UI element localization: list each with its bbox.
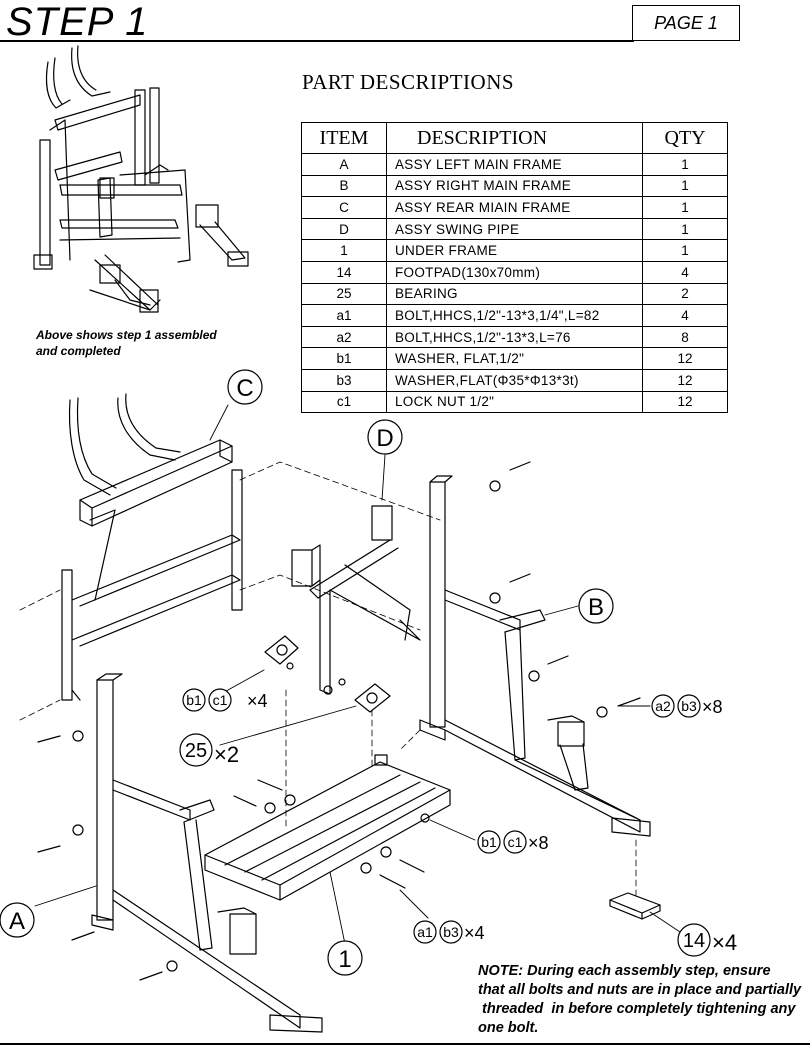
callout-label: b3 xyxy=(443,924,459,940)
callout-d xyxy=(367,419,403,455)
callout-a1 xyxy=(413,920,437,944)
footpad xyxy=(609,892,661,920)
callout-label: b1 xyxy=(481,834,497,850)
callout-b xyxy=(578,588,614,624)
note-line: that all bolts and nuts are in place and… xyxy=(478,982,802,998)
assembled-thumbnail xyxy=(33,45,249,313)
alignment-lines xyxy=(19,461,637,896)
callout-label: b3 xyxy=(681,698,697,714)
parts-title: PART DESCRIPTIONS xyxy=(302,70,515,94)
qty-cell: 1 xyxy=(642,196,728,219)
callout-b3-right xyxy=(677,694,701,718)
callout-label: 1 xyxy=(338,946,351,973)
caption-line: Above shows step 1 assembled xyxy=(36,328,217,342)
callout-label: c1 xyxy=(213,692,228,708)
caption-line: and completed xyxy=(36,344,121,358)
page-number: PAGE 1 xyxy=(632,5,740,41)
assembled-caption: Above shows step 1 assembled and complet… xyxy=(36,327,276,359)
under-frame xyxy=(204,754,451,901)
callout-1 xyxy=(327,940,363,976)
description-cell: LOCK NUT 1/2" xyxy=(386,390,643,414)
header-qty: QTY xyxy=(642,122,728,154)
note-line: one bolt. xyxy=(478,1020,539,1036)
description-cell: ASSY SWING PIPE xyxy=(386,217,643,241)
callout-a xyxy=(0,902,35,938)
qty-cell: 1 xyxy=(642,217,728,241)
description-cell: FOOTPAD(130x70mm) xyxy=(386,260,643,284)
multiplier: ×4 xyxy=(464,923,485,943)
callout-label: A xyxy=(9,908,25,935)
leader-lines xyxy=(34,404,681,945)
qty-cell: 1 xyxy=(642,153,728,176)
callout-c1-mid xyxy=(503,830,527,854)
callout-c xyxy=(227,369,263,405)
header-rule xyxy=(0,40,634,42)
callout-label: a2 xyxy=(655,698,671,714)
assembly-note: NOTE: During each assembly step, ensure … xyxy=(478,962,808,1038)
header-description: DESCRIPTION xyxy=(386,122,643,154)
callout-b3-bottom xyxy=(439,920,463,944)
description-cell: ASSY RIGHT MAIN FRAME xyxy=(386,174,643,198)
callout-25 xyxy=(179,733,213,767)
callout-c1-top xyxy=(208,688,232,712)
multiplier: ×4 xyxy=(247,691,268,711)
step-title: STEP 1 xyxy=(6,0,149,44)
description-cell: ASSY REAR MIAIN FRAME xyxy=(386,196,643,219)
qty-cell: 1 xyxy=(642,174,728,198)
swing-pipe-d xyxy=(291,505,421,695)
description-cell: BOLT,HHCS,1/2"-13*3,L=76 xyxy=(386,325,643,349)
callout-14 xyxy=(677,923,711,957)
multiplier: ×8 xyxy=(528,833,549,853)
callout-label: a1 xyxy=(417,924,433,940)
multiplier: ×4 xyxy=(712,930,737,955)
footer-rule xyxy=(0,1043,810,1045)
multiplier: ×2 xyxy=(214,742,239,767)
callout-label: 14 xyxy=(683,930,705,952)
callout-label: C xyxy=(236,375,253,402)
callout-label: 25 xyxy=(185,740,207,762)
multiplier: ×8 xyxy=(702,697,723,717)
qty-cell: 12 xyxy=(642,368,728,392)
item-cell: a1 xyxy=(301,304,387,327)
note-line: threaded in before completely tightening… xyxy=(478,1001,796,1017)
note-line: NOTE: During each assembly step, ensure xyxy=(478,963,771,979)
callout-b1-mid xyxy=(477,830,501,854)
callout-label: c1 xyxy=(508,834,523,850)
bearings xyxy=(264,635,391,713)
description-cell: WASHER, FLAT,1/2" xyxy=(386,347,643,370)
description-cell: BOLT,HHCS,1/2"-13*3,1/4",L=82 xyxy=(386,304,643,327)
fasteners xyxy=(37,461,641,981)
rear-frame-c xyxy=(61,393,243,701)
parts-header-row: ITEM DESCRIPTION QTY xyxy=(301,122,728,154)
item-cell: b1 xyxy=(301,347,387,370)
item-cell: A xyxy=(301,153,387,176)
header-item: ITEM xyxy=(301,122,387,154)
callout-b1-top xyxy=(182,688,206,712)
description-cell: ASSY LEFT MAIN FRAME xyxy=(386,153,643,176)
callout-label: B xyxy=(588,594,604,621)
qty-cell: 12 xyxy=(642,390,728,414)
left-frame-a xyxy=(91,673,323,1033)
right-frame-b xyxy=(419,475,651,837)
callout-a2 xyxy=(651,694,675,718)
callout-label: b1 xyxy=(186,692,202,708)
callout-label: D xyxy=(376,425,393,452)
